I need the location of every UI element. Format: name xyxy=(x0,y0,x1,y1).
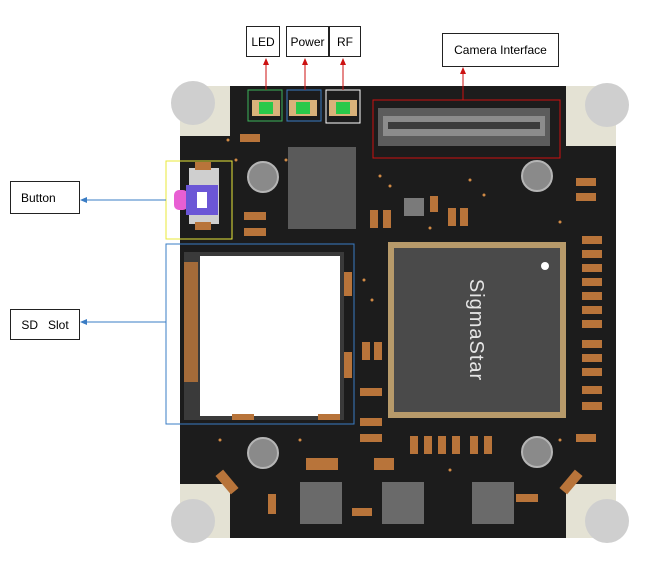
power-highlight-box xyxy=(286,89,322,122)
power-label: Power xyxy=(286,26,329,57)
led-indicator xyxy=(252,100,280,116)
camera-interface-label: Camera Interface xyxy=(442,33,559,67)
push-button xyxy=(174,162,219,230)
pad-round xyxy=(247,161,279,193)
pad-round xyxy=(521,436,553,468)
corner-mount-tr xyxy=(566,83,629,146)
corner-mount-bl xyxy=(171,484,230,543)
button-label: Button xyxy=(10,181,80,214)
corner-mount-tl xyxy=(171,81,230,136)
power-led xyxy=(289,100,317,116)
passive-components xyxy=(215,134,602,516)
soc-chip xyxy=(388,242,566,418)
callout-arrows xyxy=(80,58,466,325)
corner-mount-br xyxy=(566,484,629,543)
soc-brand-text: SigmaStar xyxy=(465,279,487,381)
camera-highlight-box xyxy=(372,99,561,159)
ic-bottom-1 xyxy=(300,482,342,524)
pad-round xyxy=(521,160,553,192)
ic-small xyxy=(288,147,356,229)
sd-slot xyxy=(184,252,352,420)
ic-bottom-2 xyxy=(382,482,424,524)
led-label: LED xyxy=(246,26,280,57)
via-dots xyxy=(218,138,562,472)
sd-slot-highlight-box xyxy=(165,243,355,425)
led-highlight-box xyxy=(247,89,283,122)
ic-bottom-3 xyxy=(472,482,514,524)
rf-led xyxy=(329,100,357,116)
pad-round xyxy=(247,437,279,469)
rf-label: RF xyxy=(329,26,361,57)
sd-slot-label: SD Slot xyxy=(10,309,80,340)
camera-connector xyxy=(378,108,550,146)
